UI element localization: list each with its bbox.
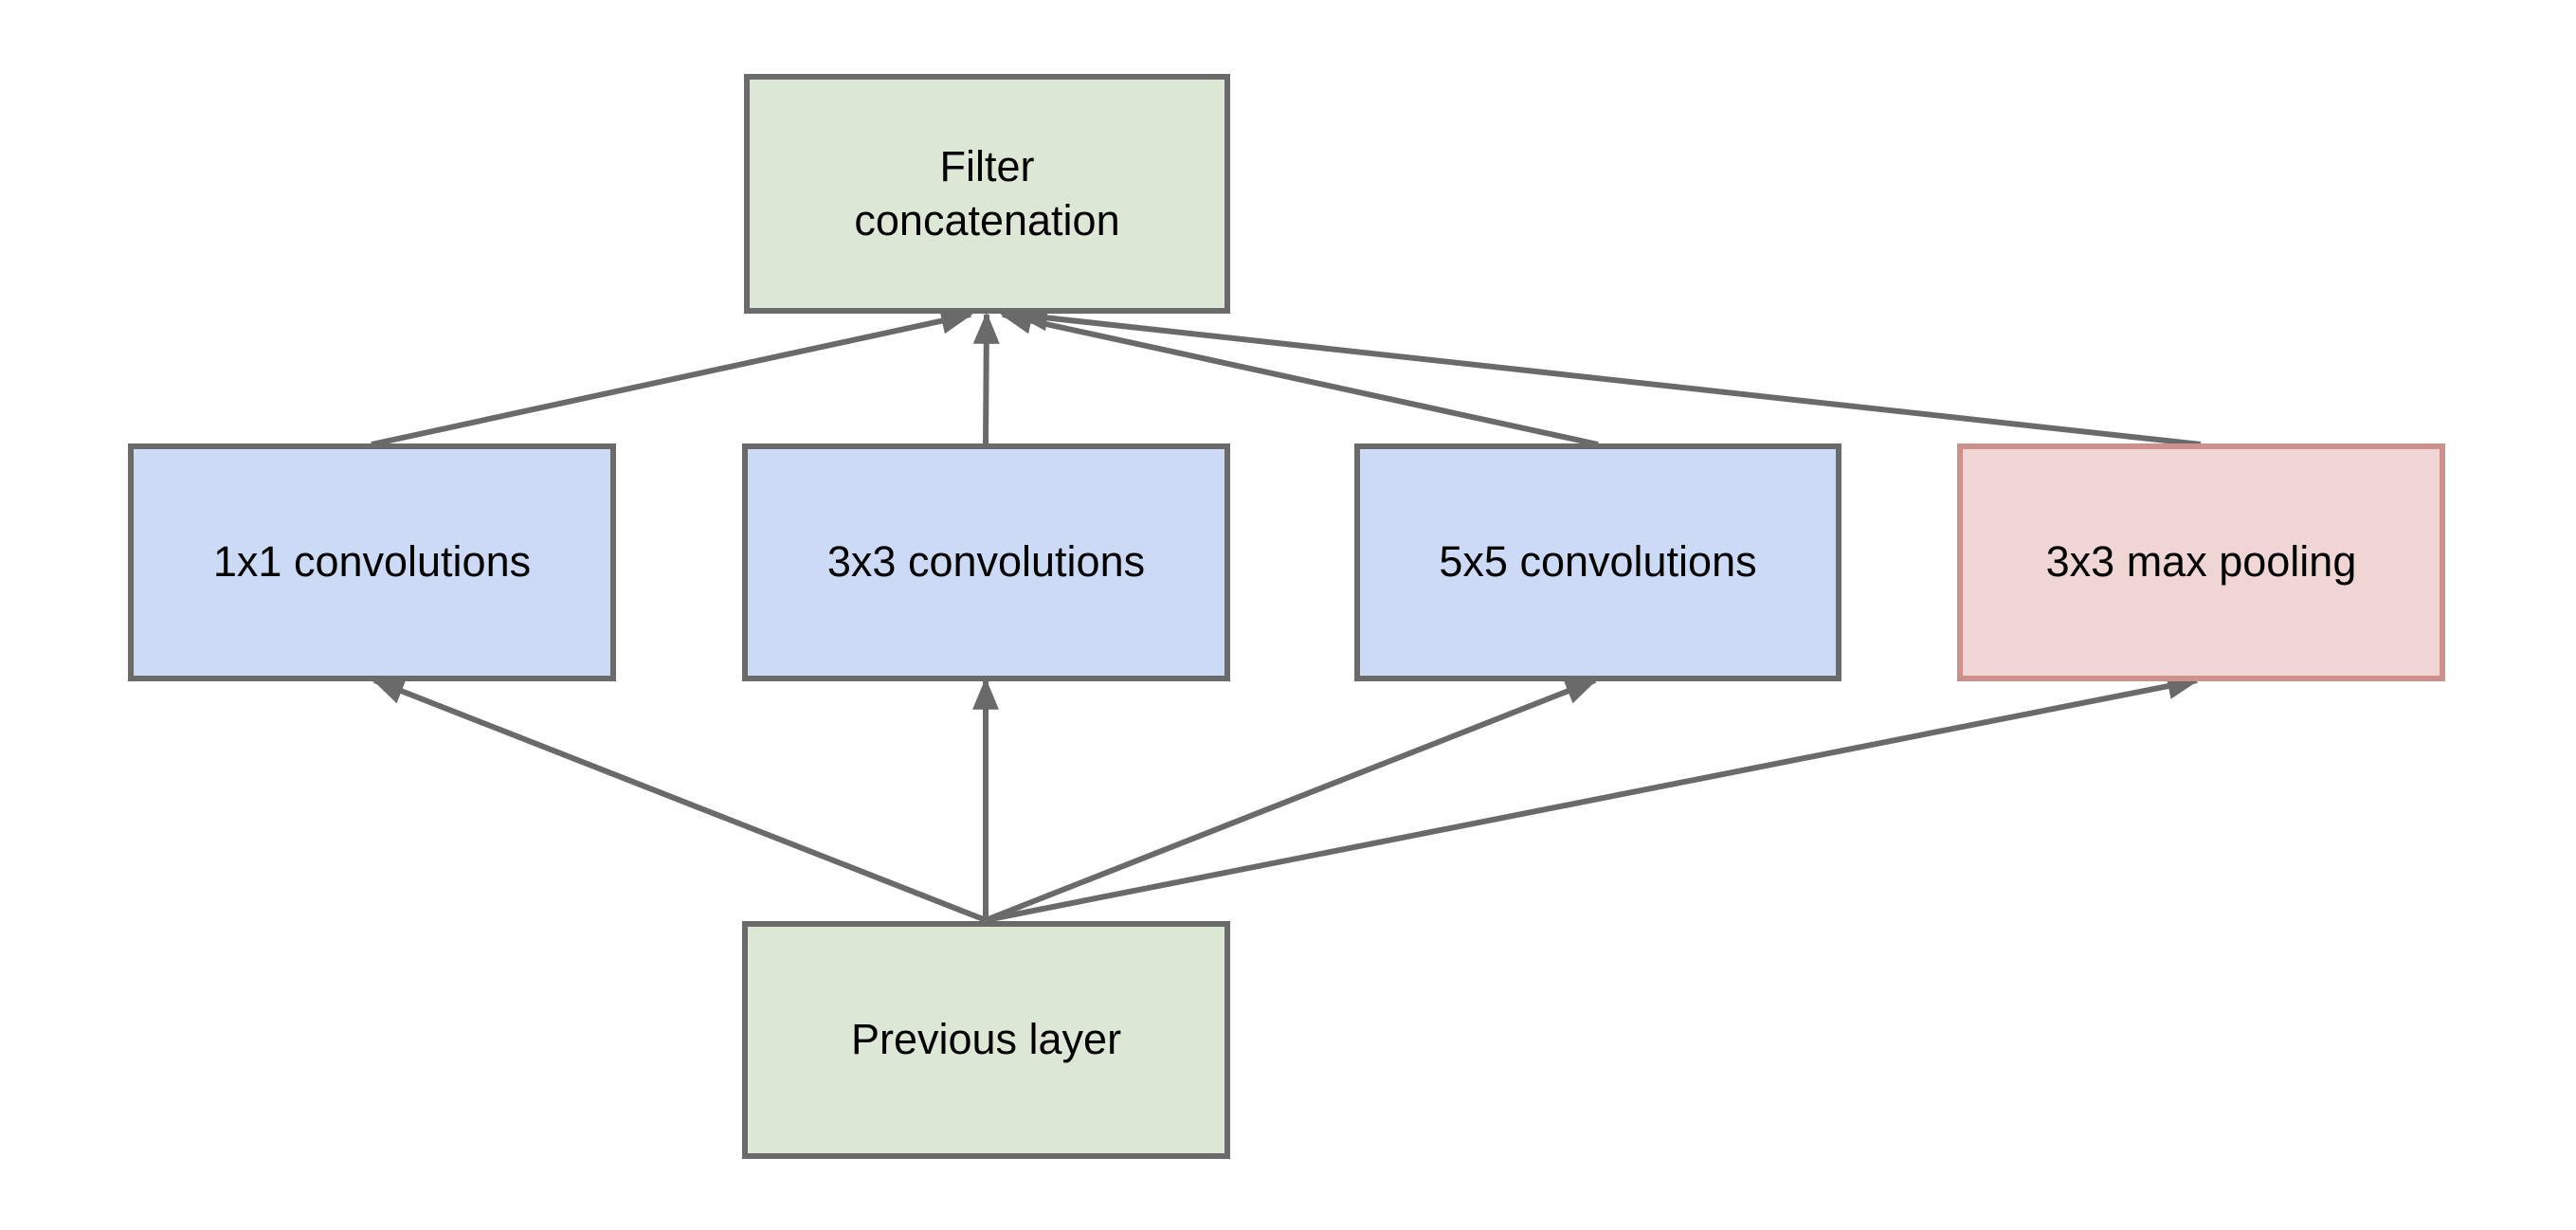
node-label: Previous layer [850, 1015, 1122, 1064]
node-1x1-convolutions: 1x1 convolutions [128, 443, 616, 681]
node-3x3-max-pooling: 3x3 max pooling [1957, 443, 2445, 681]
node-5x5-convolutions: 5x5 convolutions [1354, 443, 1841, 681]
node-label: 3x3 max pooling [2045, 537, 2357, 587]
node-filter-concatenation: Filter concatenation [744, 74, 1230, 314]
arrow-pool-to-filter-concat [1015, 304, 2202, 447]
node-3x3-convolutions: 3x3 convolutions [742, 443, 1230, 681]
node-label: 3x3 convolutions [826, 537, 1146, 587]
arrow-previous-to-1x1 [372, 678, 988, 923]
node-label: Filter concatenation [854, 142, 1120, 244]
arrow-previous-to-5x5 [984, 678, 1598, 923]
arrow-previous-to-pool [985, 673, 2200, 923]
arrow-3x3-to-filter-concat [972, 312, 1000, 445]
arrow-5x5-to-filter-concat [1000, 307, 1599, 447]
node-previous-layer: Previous layer [742, 921, 1230, 1159]
node-label: 1x1 convolutions [212, 537, 532, 587]
arrow-1x1-to-filter-concat [371, 307, 973, 447]
node-label: 5x5 convolutions [1439, 537, 1757, 587]
